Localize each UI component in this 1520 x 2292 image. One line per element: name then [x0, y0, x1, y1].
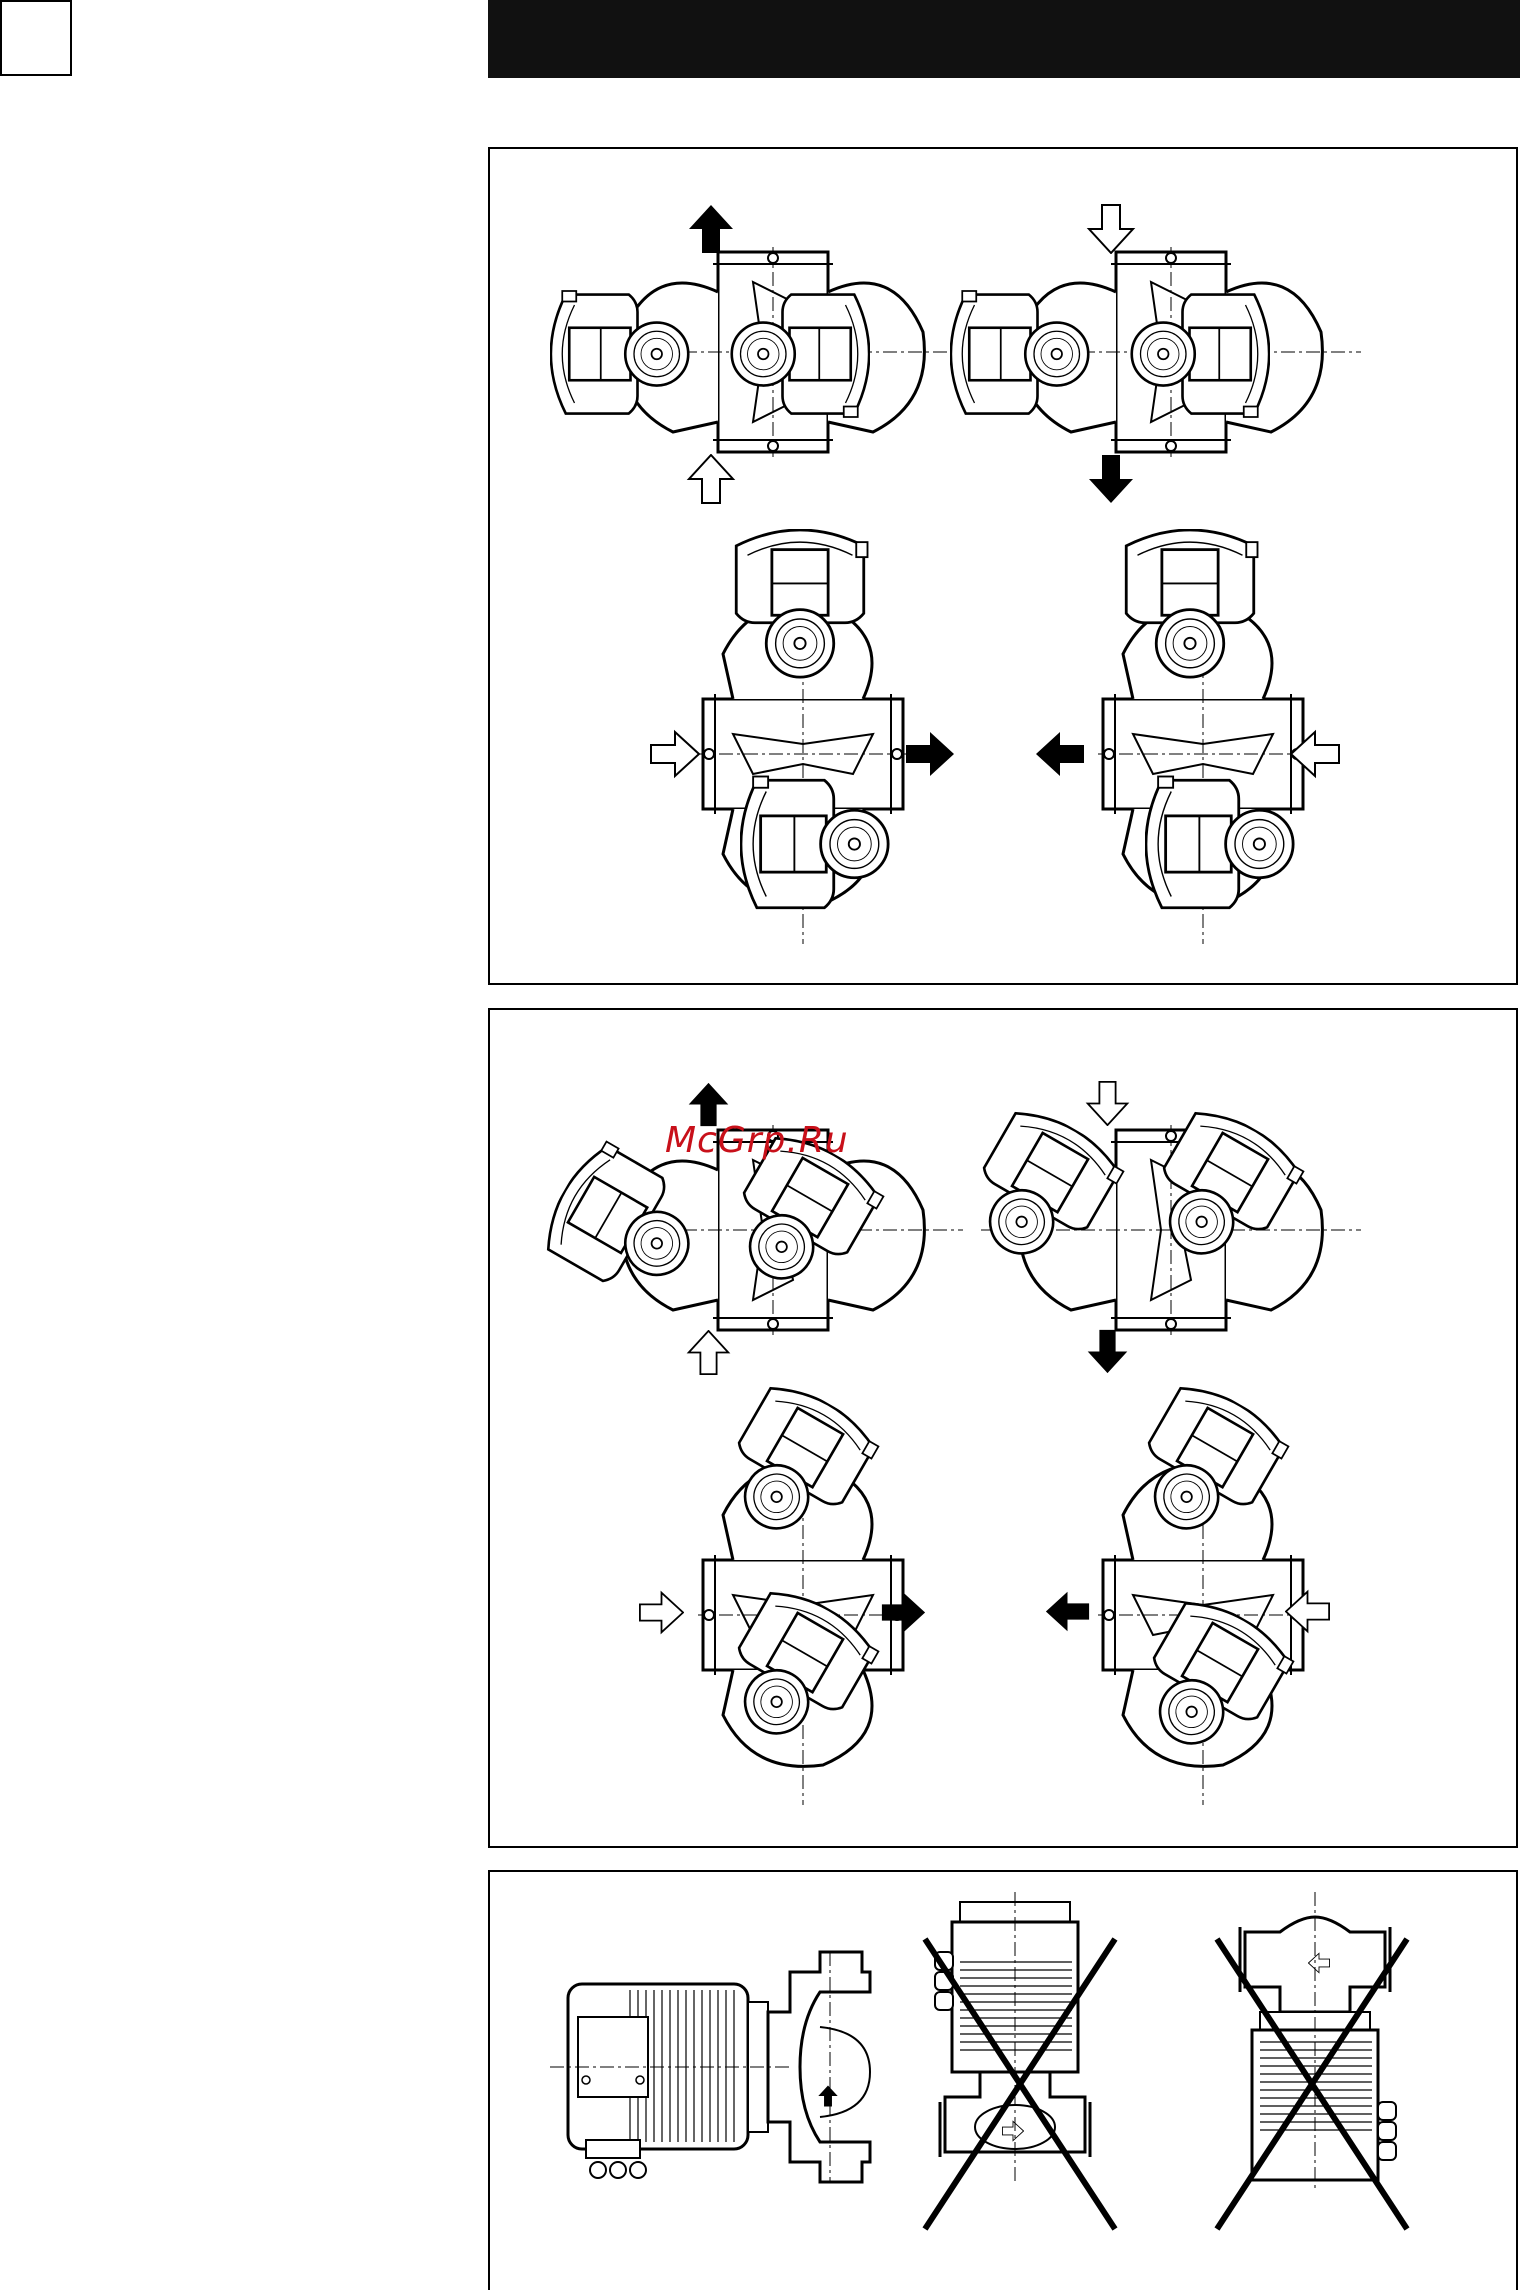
inflow-arrow-icon: [1089, 205, 1133, 253]
inflow-arrow-icon: [689, 1331, 729, 1374]
pump-diagram-flow-right: [651, 530, 954, 944]
twin-pump-diagrams-1: [490, 149, 1520, 987]
pump-orientation-diagrams: [490, 1872, 1520, 2292]
outflow-arrow-icon: [1046, 1592, 1089, 1632]
outflow-arrow-icon: [1088, 1330, 1128, 1373]
pump-diagram-flow-left: [1046, 1375, 1329, 1805]
outflow-arrow-icon: [1036, 732, 1084, 776]
pump-correct-orientation: [550, 1952, 870, 2182]
figure-panel-1: [488, 147, 1518, 985]
pump-diagram-flow-up: [551, 205, 963, 503]
inflow-arrow-icon: [640, 1593, 683, 1633]
flow-up-arrow-icon: [818, 2085, 837, 2106]
watermark-text: McGrp.Ru: [665, 1120, 849, 1161]
pump-diagram-flow-down: [951, 205, 1361, 503]
twin-pump-diagrams-2: [490, 1010, 1520, 1850]
inflow-arrow-icon: [689, 455, 733, 503]
outflow-arrow-icon: [689, 205, 733, 253]
inflow-arrow-icon: [651, 732, 699, 776]
pump-wrong-orientation-motor-down: [1217, 1892, 1407, 2229]
pump-wrong-orientation-motor-up: [925, 1892, 1115, 2229]
outflow-arrow-icon: [906, 732, 954, 776]
pump-diagram-flow-down: [954, 1082, 1361, 1373]
page-corner-tab: [0, 0, 72, 76]
figure-panel-3: [488, 1870, 1518, 2290]
figure-panel-2: [488, 1008, 1518, 1848]
header-bar: [488, 0, 1520, 78]
outflow-arrow-icon: [1089, 455, 1133, 503]
inflow-arrow-icon: [1088, 1082, 1128, 1125]
pump-diagram-flow-left: [1036, 530, 1339, 944]
pump-diagram-flow-right: [640, 1375, 925, 1805]
